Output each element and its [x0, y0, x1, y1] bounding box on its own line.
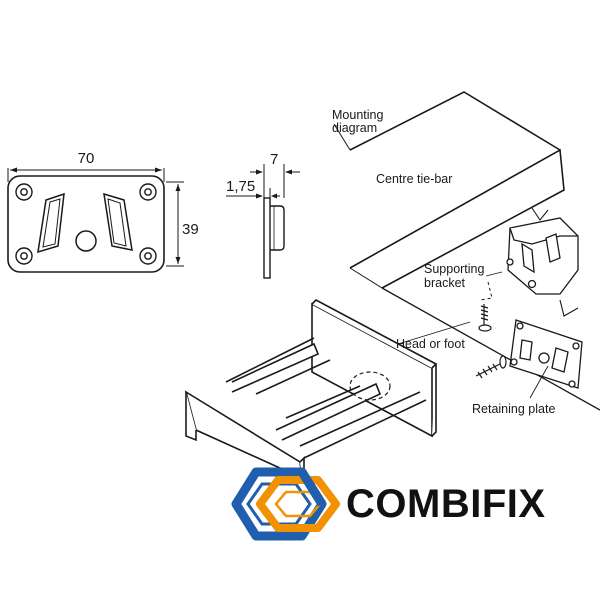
retaining-plate-leader: [529, 365, 549, 399]
retaining-plate-label: Retaining plate: [472, 402, 555, 416]
side-view-plate: [226, 164, 300, 279]
brand-name: COMBIFIX: [346, 482, 546, 526]
mounting-label-line1: Mounting: [332, 108, 383, 122]
retaining-plate: [509, 319, 583, 389]
height-dimension-label: 39: [182, 221, 199, 238]
combifix-logo-mark: [231, 467, 340, 541]
screw-icon: [475, 355, 507, 379]
screw-icon: [478, 304, 492, 332]
head-or-foot-leader: [397, 321, 471, 345]
centre-tie-bar-label: Centre tie-bar: [376, 172, 452, 186]
supporting-bracket-label-line2: bracket: [424, 276, 466, 290]
front-view-plate: [7, 167, 184, 273]
width-dimension-label: 70: [78, 150, 95, 167]
mounting-label-line2: diagram: [332, 121, 377, 135]
supporting-bracket: [479, 207, 579, 317]
plate-thickness-label: 1,75: [226, 178, 255, 195]
thickness-dimension-label: 7: [270, 151, 278, 168]
head-or-foot-frame: [184, 299, 438, 480]
supporting-bracket-label-line1: Supporting: [424, 262, 485, 276]
head-or-foot-label: Head or foot: [396, 337, 465, 351]
supporting-bracket-leader: [485, 271, 503, 277]
centre-tie-bar: [333, 91, 600, 411]
